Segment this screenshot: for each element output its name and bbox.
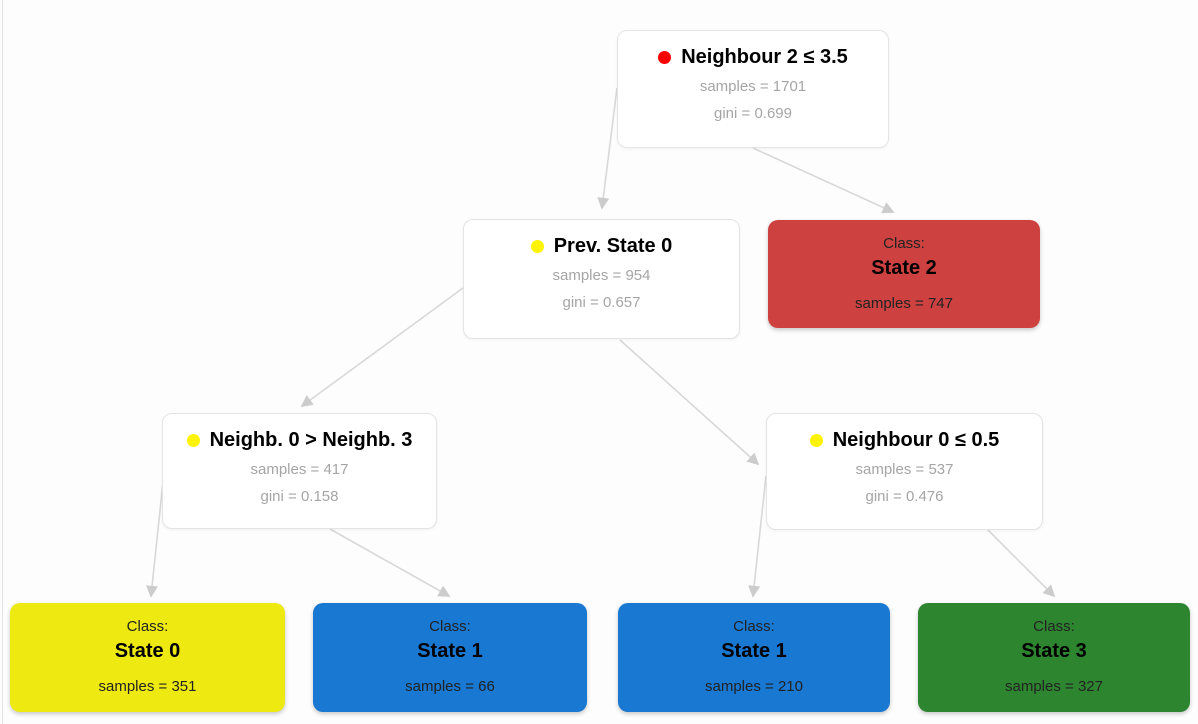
edge-neighb0-to-state-3 [987,529,1056,598]
class-label: Class: [883,235,925,252]
class-color-dot-icon [186,433,200,447]
node-title: Neighbour 2 ≤ 3.5 [658,44,848,70]
gini-text: gini = 0.158 [260,488,339,505]
samples-text: samples = 66 [405,678,495,695]
leaf-node-state-1-left[interactable]: Class: State 1 samples = 66 [313,603,587,712]
state-label: State 2 [871,257,937,279]
samples-text: samples = 327 [1005,678,1103,695]
leaf-node-state-2[interactable]: Class: State 2 samples = 747 [768,220,1040,328]
class-label: Class: [733,618,775,635]
class-label: Class: [429,618,471,635]
state-label: State 0 [114,640,181,662]
tree-node-neighb0-gt-neighb3[interactable]: Neighb. 0 > Neighb. 3 samples = 417 gini… [162,413,437,529]
node-title: Neighb. 0 > Neighb. 3 [186,427,413,453]
gini-text: gini = 0.476 [865,488,944,505]
split-condition-label: Neighb. 0 > Neighb. 3 [209,428,413,451]
edge-prev-state-0-to-neighb0 [619,339,760,466]
samples-text: samples = 747 [855,295,953,312]
samples-text: samples = 537 [855,461,954,478]
split-condition-label: Neighbour 2 ≤ 3.5 [681,45,848,68]
edge-neighb0-to-state-1b [748,475,767,598]
samples-text: samples = 954 [552,267,651,284]
edge-neighb03-to-state-1a [329,528,451,597]
class-color-dot-icon [809,433,823,447]
state-label: State 3 [1021,640,1087,662]
samples-text: samples = 1701 [699,78,807,95]
samples-text: samples = 210 [705,678,803,695]
split-condition-label: Neighbour 0 ≤ 0.5 [832,428,1000,451]
state-label: State 1 [721,640,787,662]
leaf-node-state-3[interactable]: Class: State 3 samples = 327 [918,603,1190,712]
class-color-dot-icon [530,239,544,253]
class-label: Class: [126,618,169,635]
node-title: Prev. State 0 [530,233,673,259]
edge-prev-state-0-to-neighb03 [300,287,464,408]
tree-node-root[interactable]: Neighbour 2 ≤ 3.5 samples = 1701 gini = … [617,30,889,148]
edge-root-to-prev-state-0 [597,87,618,210]
leaf-node-state-1-right[interactable]: Class: State 1 samples = 210 [618,603,890,712]
node-title: Neighbour 0 ≤ 0.5 [809,427,1000,453]
split-condition-label: Prev. State 0 [553,234,673,257]
samples-text: samples = 417 [250,461,349,478]
state-label: State 1 [417,640,483,662]
class-color-dot-icon [658,50,672,64]
samples-text: samples = 351 [98,678,197,695]
tree-node-neighbour0-le-05[interactable]: Neighbour 0 ≤ 0.5 samples = 537 gini = 0… [766,413,1043,530]
edge-root-to-state-2 [752,147,895,214]
gini-text: gini = 0.657 [562,294,641,311]
leaf-node-state-0[interactable]: Class: State 0 samples = 351 [10,603,285,712]
tree-node-prev-state-0[interactable]: Prev. State 0 samples = 954 gini = 0.657 [463,219,740,339]
left-hairline [2,0,3,724]
class-label: Class: [1033,618,1075,635]
gini-text: gini = 0.699 [714,105,792,122]
